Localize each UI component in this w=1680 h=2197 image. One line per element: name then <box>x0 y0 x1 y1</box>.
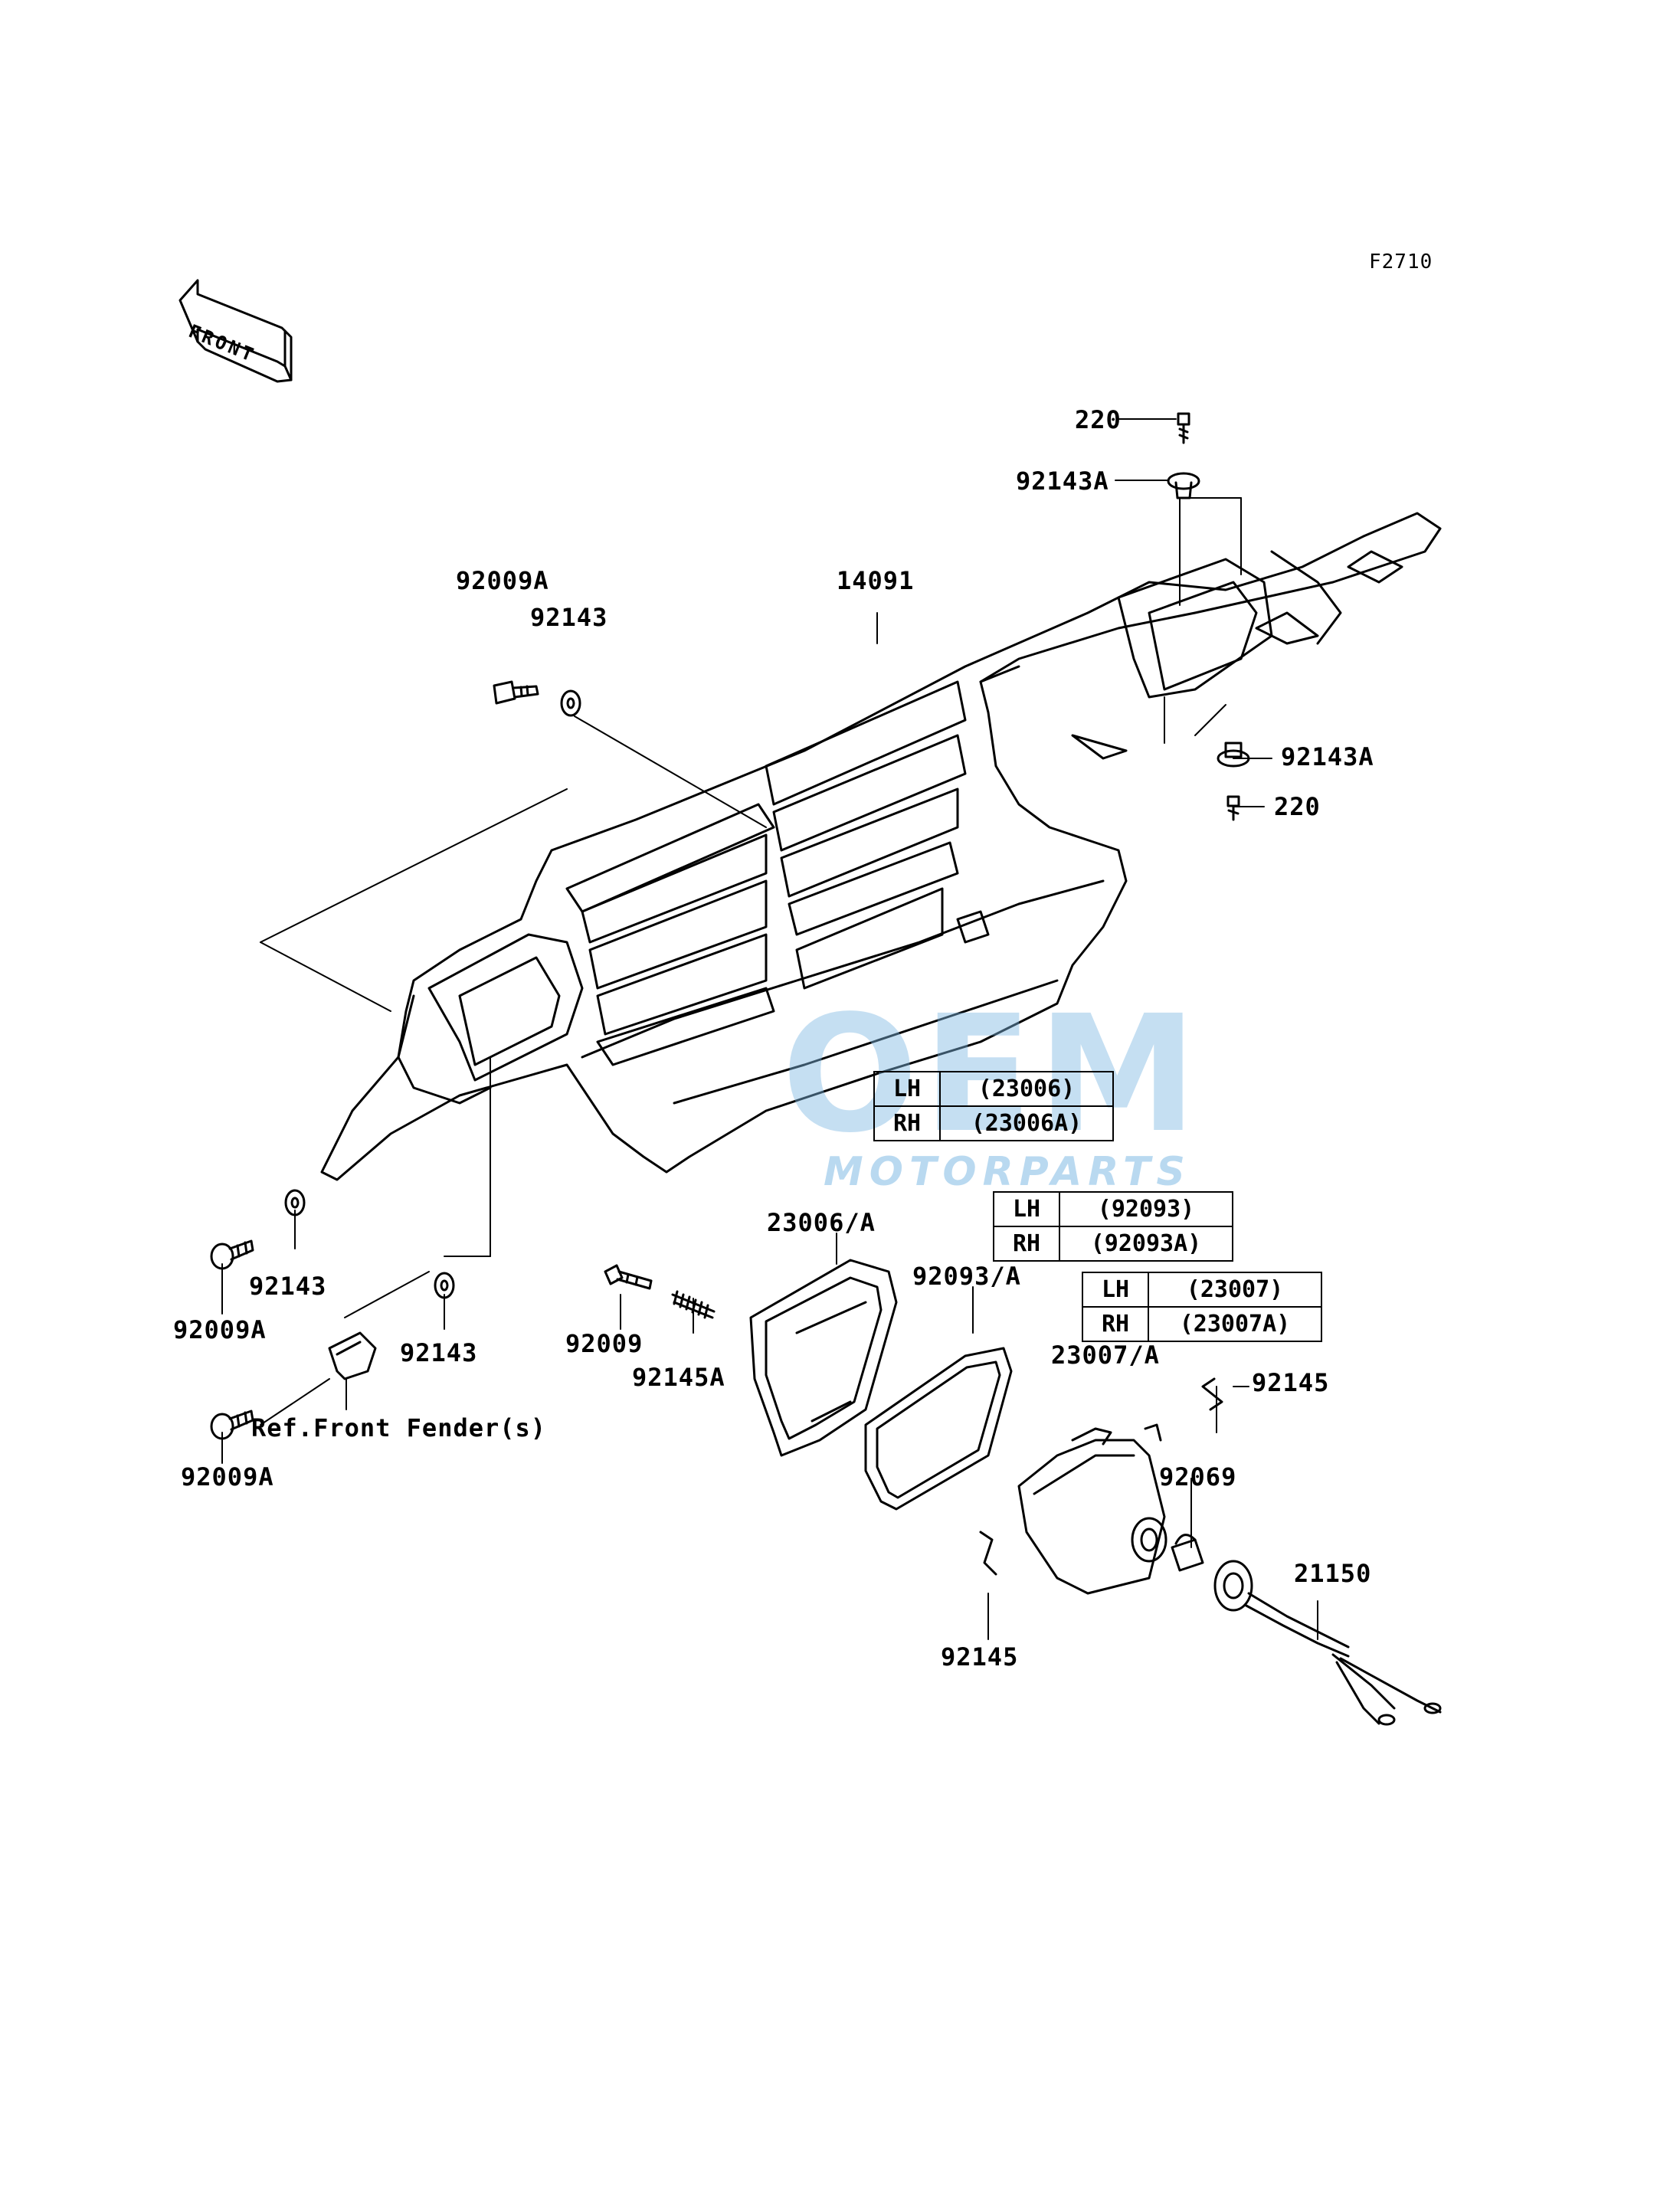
part-cell[interactable]: (23007) <box>1148 1272 1322 1308</box>
part-cell[interactable]: (23007A) <box>1148 1306 1322 1342</box>
table-row: LH (92093) <box>993 1191 1233 1227</box>
side-table-23007: LH (23007) RH (23007A) <box>1082 1272 1322 1342</box>
callout-92009A-bottom[interactable]: 92009A <box>181 1462 274 1491</box>
callout-92143-mid[interactable]: 92143 <box>400 1338 478 1367</box>
washer-92143-left <box>284 1189 306 1216</box>
washer-92143-top <box>560 689 581 717</box>
callout-92145-right[interactable]: 92145 <box>1252 1368 1330 1397</box>
part-cell[interactable]: (92093) <box>1059 1191 1233 1227</box>
callout-21150[interactable]: 21150 <box>1294 1559 1372 1588</box>
side-cell: LH <box>873 1071 941 1107</box>
callout-92069[interactable]: 92069 <box>1159 1462 1237 1491</box>
callout-92145-bottom[interactable]: 92145 <box>941 1642 1019 1671</box>
socket-harness-21150 <box>1213 1560 1442 1726</box>
screw-92009 <box>604 1264 653 1290</box>
callout-92009A-left[interactable]: 92009A <box>173 1315 267 1344</box>
part-cell[interactable]: (23006) <box>939 1071 1114 1107</box>
table-row: RH (92093A) <box>993 1226 1233 1262</box>
callout-92143A-right[interactable]: 92143A <box>1281 742 1374 771</box>
callout-92143A-top[interactable]: 92143A <box>1016 467 1109 496</box>
screw-220-right <box>1226 795 1240 821</box>
side-cell: RH <box>1082 1306 1149 1342</box>
table-row: LH (23006) <box>873 1071 1114 1107</box>
grommet-92143A-right <box>1217 742 1250 768</box>
screw-220-top <box>1177 412 1190 444</box>
side-cell: RH <box>993 1226 1060 1262</box>
diagram-code: F2710 <box>1369 250 1433 273</box>
spring-92145A <box>671 1290 716 1319</box>
front-direction-arrow <box>178 279 293 383</box>
watermark-subtext: MOTORPARTS <box>824 1149 1191 1195</box>
bracket-front-fender <box>328 1331 377 1380</box>
callout-220-right[interactable]: 220 <box>1274 792 1321 821</box>
bolt-92009A-top <box>493 680 539 705</box>
side-table-23006: LH (23006) RH (23006A) <box>873 1071 1114 1141</box>
headlight-cover-body <box>320 512 1442 1181</box>
callout-92143-top[interactable]: 92143 <box>530 603 608 632</box>
callout-220-top[interactable]: 220 <box>1075 405 1122 434</box>
callout-92143-left[interactable]: 92143 <box>249 1272 327 1301</box>
washer-92143-mid <box>434 1272 455 1299</box>
callout-14091[interactable]: 14091 <box>837 566 915 595</box>
table-row: RH (23006A) <box>873 1105 1114 1141</box>
cover-headlight-housing-right <box>1117 550 1342 699</box>
headlight-rim-23006 <box>749 1259 898 1457</box>
side-cell: RH <box>873 1105 941 1141</box>
callout-ref-front-fender[interactable]: Ref.Front Fender(s) <box>251 1413 547 1442</box>
part-cell[interactable]: (92093A) <box>1059 1226 1233 1262</box>
callout-23007A[interactable]: 23007/A <box>1051 1341 1160 1370</box>
bolt-92009A-bottom <box>210 1410 254 1440</box>
table-row: RH (23007A) <box>1082 1306 1322 1342</box>
callout-92009A-top[interactable]: 92009A <box>456 566 549 595</box>
callout-92009[interactable]: 92009 <box>565 1329 644 1358</box>
table-row: LH (23007) <box>1082 1272 1322 1308</box>
headlight-unit-23007 <box>1017 1423 1167 1595</box>
callout-92145A[interactable]: 92145A <box>632 1363 725 1392</box>
cover-vents-right <box>765 680 967 990</box>
part-cell[interactable]: (23006A) <box>939 1105 1114 1141</box>
callout-92093A[interactable]: 92093/A <box>912 1262 1021 1291</box>
side-table-92093: LH (92093) RH (92093A) <box>993 1191 1233 1262</box>
clip-92145-bottom <box>979 1531 997 1576</box>
grommet-92143A-top <box>1167 472 1200 499</box>
leader-lines <box>221 418 1318 1640</box>
side-cell: LH <box>1082 1272 1149 1308</box>
bulb-92069 <box>1171 1534 1204 1572</box>
cover-vents-left <box>565 803 775 1066</box>
clip-92145-right <box>1201 1377 1223 1411</box>
callout-23006A[interactable]: 23006/A <box>767 1208 876 1237</box>
side-cell: LH <box>993 1191 1060 1227</box>
cover-headlight-housing-left <box>397 933 584 1105</box>
bolt-92009A-left <box>210 1239 254 1270</box>
headlight-seal-92093 <box>864 1347 1013 1511</box>
